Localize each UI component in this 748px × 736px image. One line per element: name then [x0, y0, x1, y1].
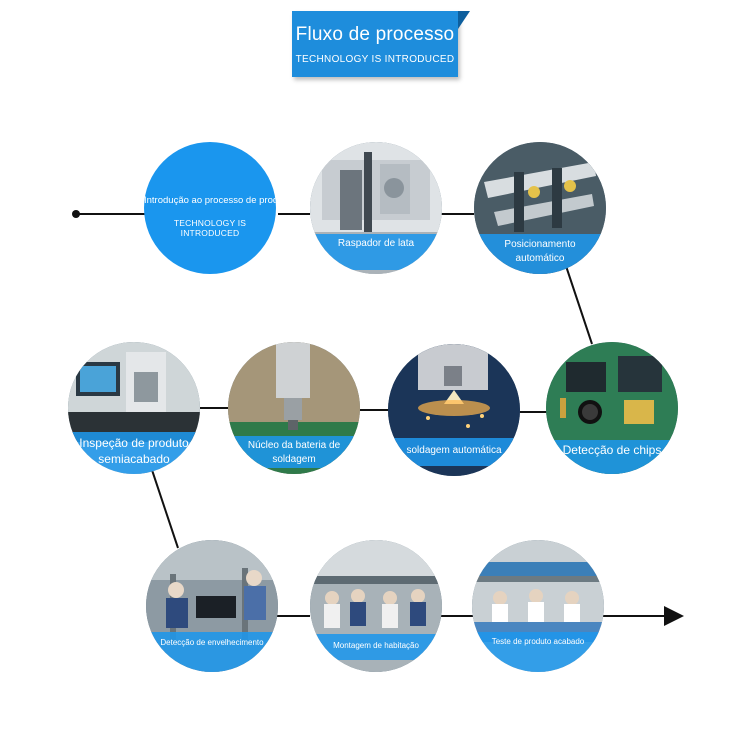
step-housing-assembly-label: Montagem de habitação [310, 634, 442, 660]
step-auto-positioning-label: Posicionamento automático [474, 234, 606, 274]
step-semi-finished-inspection: Inspeção de produto semiacabado [68, 342, 200, 474]
step-aging-detection-label: Detecção de envelhecimento [146, 632, 278, 672]
page-subtitle: TECHNOLOGY IS INTRODUCED [295, 54, 455, 65]
flow-end-arrow [664, 606, 684, 626]
step-auto-soldering-label: soldagem automática [388, 438, 520, 466]
step-finished-product-test-label: Teste de produto acabado [472, 632, 604, 672]
page-title: Fluxo de processo [295, 24, 455, 45]
step-intro-subtitle: TECHNOLOGY IS INTRODUCED [173, 218, 247, 238]
step-auto-positioning: Posicionamento automático [474, 142, 606, 274]
step-intro-title: Introdução ao processo de produção [144, 195, 276, 206]
step-auto-soldering: soldagem automática [388, 344, 520, 476]
step-finished-product-test: Teste de produto acabado [472, 540, 604, 672]
step-aging-detection: Detecção de envelhecimento [146, 540, 278, 672]
step-housing-assembly: Montagem de habitação [310, 540, 442, 672]
step-chip-detection: Detecção de chips [546, 342, 678, 474]
step-battery-core-label: Núcleo da bateria de soldagem [228, 436, 360, 468]
step-intro: Introdução ao processo de produção TECHN… [144, 142, 276, 274]
banner-fold [458, 11, 470, 29]
aging-lab-photo [146, 540, 278, 672]
step-can-scraper-label: Raspador de lata [310, 234, 442, 270]
connector-7-8 [151, 469, 179, 549]
step-chip-detection-label: Detecção de chips [546, 440, 678, 474]
step-semi-finished-inspection-label: Inspeção de produto semiacabado [68, 432, 200, 474]
step-can-scraper: Raspador de lata [310, 142, 442, 274]
header-banner: Fluxo de processo TECHNOLOGY IS INTRODUC… [292, 11, 470, 77]
connector-3-4 [565, 265, 593, 345]
step-battery-core: Núcleo da bateria de soldagem [228, 342, 360, 474]
